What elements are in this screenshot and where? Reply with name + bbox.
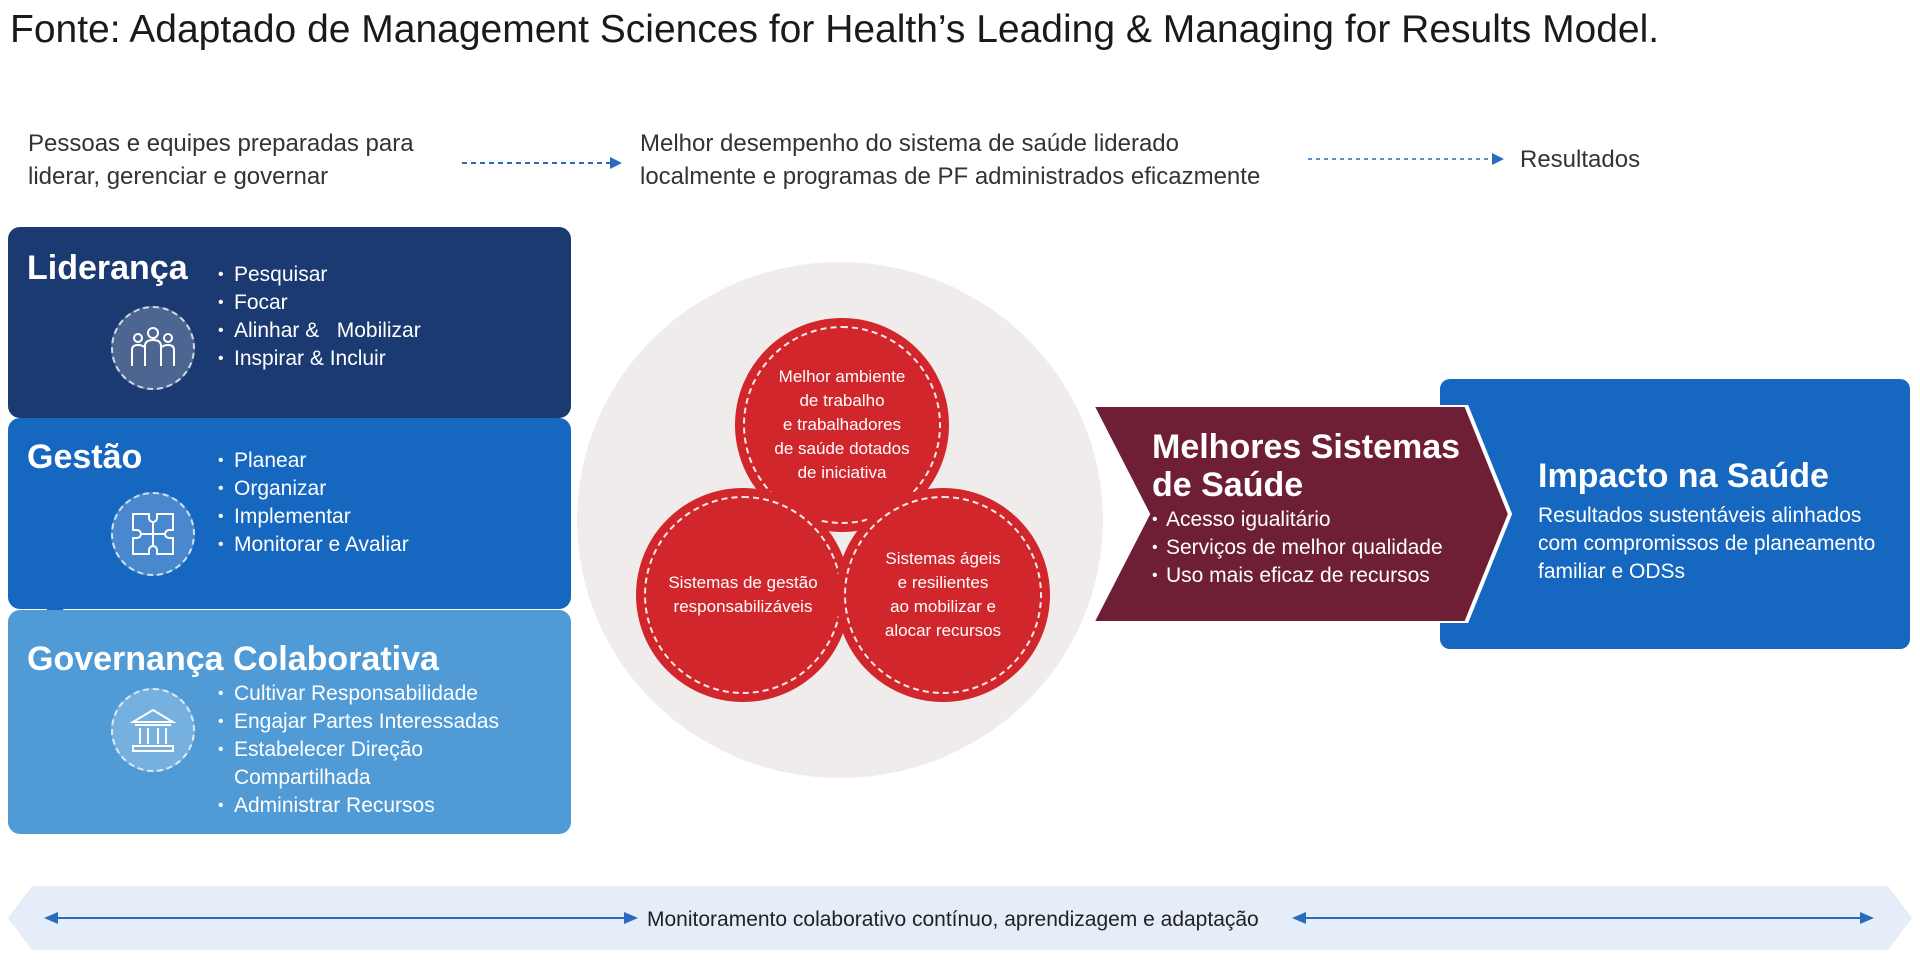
panel-lideranca: Liderança Pesquisar Focar Alinhar & Mobi… (8, 227, 571, 418)
puzzle-icon (111, 492, 195, 576)
panel-title: Gestão (27, 438, 143, 476)
list-item: Serviços de melhor qualidade (1152, 534, 1443, 562)
impact-text: Resultados sustentáveis alinhados com co… (1538, 504, 1876, 583)
institution-icon (111, 688, 195, 772)
list-item: Administrar Recursos (218, 792, 499, 820)
list-item: Monitorar e Avaliar (218, 531, 409, 559)
circle-management-systems: Sistemas de gestão responsabilizáveis (636, 488, 850, 702)
outcome-list: Acesso igualitário Serviços de melhor qu… (1152, 506, 1443, 590)
outcome-title: Melhores Sistemas de Saúde (1152, 428, 1461, 504)
list-item: Acesso igualitário (1152, 506, 1443, 534)
impact-box (1440, 379, 1910, 649)
circle-agile-systems: Sistemas ágeis e resilientes ao mobiliza… (836, 488, 1050, 702)
panel-governanca: Governança Colaborativa Cultivar Respons… (8, 610, 571, 834)
footer-text: Monitoramento colaborativo contínuo, apr… (647, 908, 1259, 931)
list-item: Planear (218, 447, 409, 475)
panel-title: Liderança (27, 249, 188, 287)
footer-banner (8, 886, 1912, 950)
people-icon (111, 306, 195, 390)
panel-list: Pesquisar Focar Alinhar & Mobilizar Insp… (218, 261, 421, 373)
list-item: Organizar (218, 475, 409, 503)
list-item: Estabelecer Direção Compartilhada (218, 736, 499, 792)
list-item: Alinhar & Mobilizar (218, 317, 421, 345)
dashed-arrow-1 (462, 157, 622, 169)
flow-step-performance: Melhor desempenho do sistema de saúde li… (640, 130, 1261, 190)
list-item: Implementar (218, 503, 409, 531)
flow-step-people: Pessoas e equipes preparadas para lidera… (28, 130, 414, 190)
circle-label: Sistemas ágeis e resilientes ao mobiliza… (884, 549, 1002, 640)
list-item: Inspirar & Incluir (218, 345, 421, 373)
list-item: Uso mais eficaz de recursos (1152, 562, 1443, 590)
list-item: Focar (218, 289, 421, 317)
panel-gestao: Gestão Planear Organizar Implementar Mon… (8, 418, 571, 609)
panel-title: Governança Colaborativa (27, 640, 439, 678)
dashed-arrow-2 (1308, 153, 1504, 165)
panel-list: Planear Organizar Implementar Monitorar … (218, 447, 409, 559)
panel-list: Cultivar Responsabilidade Engajar Partes… (218, 680, 499, 820)
circle-label: Melhor ambiente de trabalho e trabalhado… (774, 367, 910, 482)
list-item: Engajar Partes Interessadas (218, 708, 499, 736)
list-item: Pesquisar (218, 261, 421, 289)
flow-step-results: Resultados (1520, 146, 1641, 173)
list-item: Cultivar Responsabilidade (218, 680, 499, 708)
source-title: Fonte: Adaptado de Management Sciences f… (10, 8, 1660, 51)
circle-label: Sistemas de gestão responsabilizáveis (668, 573, 818, 616)
impact-title: Impacto na Saúde (1538, 457, 1829, 495)
